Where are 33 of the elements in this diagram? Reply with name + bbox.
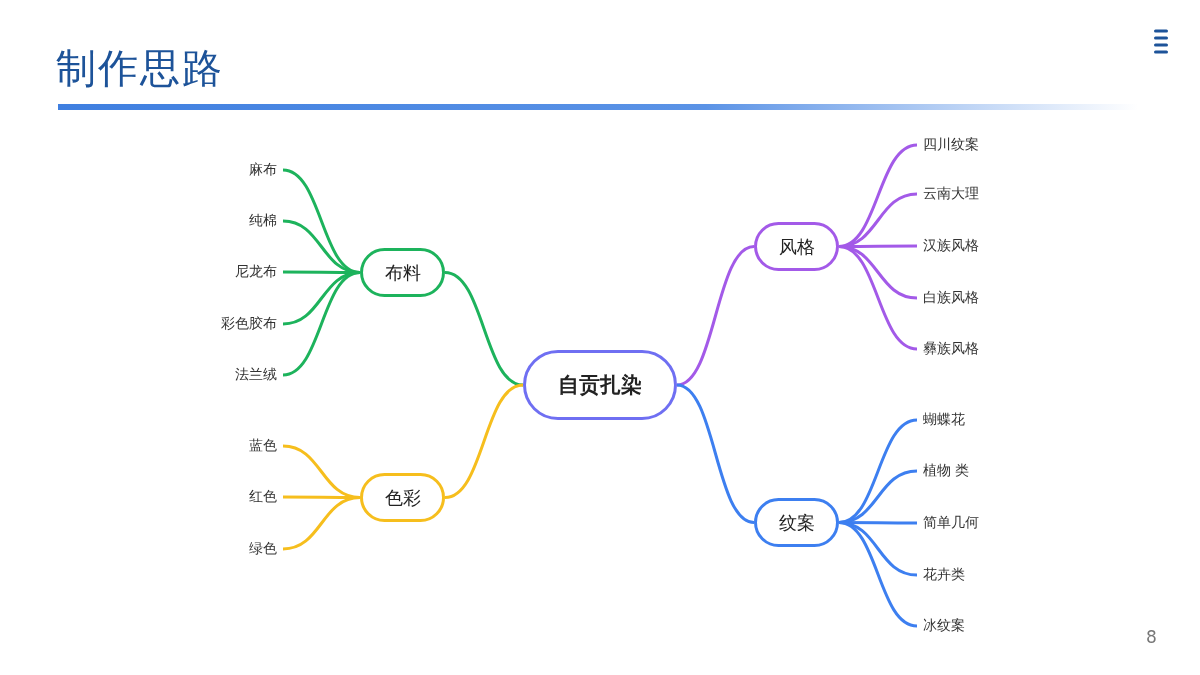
page-number: 8 bbox=[1146, 627, 1157, 647]
slide-title: 制作思路 bbox=[56, 44, 224, 92]
leaf-label: 纯棉 bbox=[186, 209, 283, 233]
leaf-label: 彝族风格 bbox=[917, 337, 1017, 361]
topic-node: 风格 bbox=[754, 222, 839, 271]
branch-line bbox=[282, 271, 361, 377]
branch-line bbox=[282, 496, 361, 551]
branch-line bbox=[444, 383, 524, 499]
topic-node: 纹案 bbox=[754, 498, 839, 547]
branch-line bbox=[676, 245, 755, 387]
leaf-label: 四川纹案 bbox=[917, 133, 1017, 157]
leaf-label: 绿色 bbox=[186, 537, 283, 561]
branch-line bbox=[838, 245, 918, 351]
leaf-label: 花卉类 bbox=[917, 563, 1017, 587]
leaf-label: 彩色胶布 bbox=[186, 312, 283, 336]
leaf-label: 尼龙布 bbox=[186, 260, 283, 284]
leaf-label: 麻布 bbox=[186, 158, 283, 182]
leaf-label: 法兰绒 bbox=[186, 363, 283, 387]
branch-line bbox=[838, 521, 918, 628]
leaf-label: 蓝色 bbox=[186, 434, 283, 458]
leaf-label: 蝴蝶花 bbox=[917, 408, 1017, 432]
branch-line bbox=[676, 383, 755, 524]
leaf-label: 云南大理 bbox=[917, 182, 1017, 206]
leaf-label: 植物 类 bbox=[917, 459, 1017, 483]
leaf-label: 红色 bbox=[186, 485, 283, 509]
branch-line bbox=[444, 271, 524, 387]
leaf-label: 冰纹案 bbox=[917, 614, 1017, 638]
leaf-label: 白族风格 bbox=[917, 286, 1017, 310]
topic-node: 色彩 bbox=[360, 473, 445, 522]
leaf-label: 汉族风格 bbox=[917, 234, 1017, 258]
leaf-label: 简单几何 bbox=[917, 511, 1017, 535]
central-topic: 自贡扎染 bbox=[523, 350, 677, 420]
topic-node: 布料 bbox=[360, 248, 445, 297]
